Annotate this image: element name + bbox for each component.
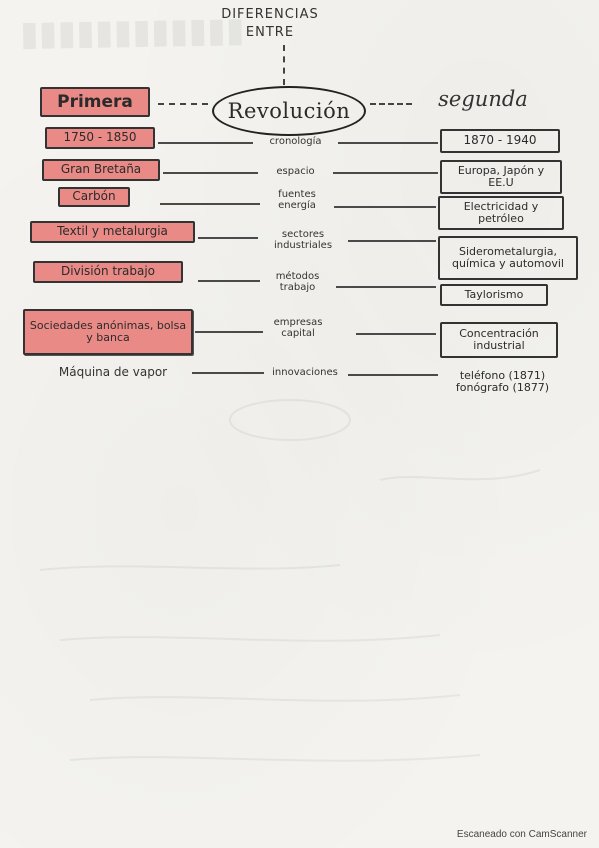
mid-label-sectores: sectores industriales	[273, 229, 333, 251]
left-text-sectores: Textil y metalurgia	[57, 224, 168, 239]
revolution-oval: Revolución	[212, 86, 366, 136]
mid-label-empresas: empresas capital	[273, 317, 323, 339]
line-left-energia	[160, 203, 260, 205]
left-text-espacio: Gran Bretaña	[60, 162, 142, 177]
header-title-line1: DIFERENCIAS	[221, 7, 319, 22]
right-text-energia: Electricidad y petróleo	[463, 199, 539, 225]
left-text-innovaciones: Máquina de vapor	[58, 365, 168, 379]
mid-label-espacio: espacio	[276, 166, 315, 177]
left-box-sectores: Textil y metalurgia	[30, 221, 195, 243]
right-box-empresas: Concentración industrial	[440, 322, 558, 358]
left-text-energia: Carbón	[72, 189, 116, 204]
left-box-energia: Carbón	[58, 187, 130, 207]
header-connector	[283, 45, 285, 85]
left-box-empresas: Sociedades anónimas, bolsa y banca	[23, 309, 193, 355]
line-right-energia	[334, 206, 436, 208]
line-right-cronologia	[338, 142, 438, 144]
line-left-innovaciones	[192, 372, 264, 374]
left-text-cronologia: 1750 - 1850	[63, 130, 137, 145]
right-text-cronologia: 1870 - 1940	[463, 133, 537, 148]
left-text-metodos: División trabajo	[61, 264, 155, 279]
first-connector	[158, 103, 208, 105]
line-left-espacio	[163, 172, 258, 174]
left-text-empresas: Sociedades anónimas, bolsa y banca	[29, 318, 187, 344]
revolution-label: Revolución	[227, 99, 351, 123]
line-right-empresas	[356, 333, 436, 335]
line-left-empresas	[195, 331, 263, 333]
right-box-cronologia: 1870 - 1940	[440, 129, 560, 153]
line-right-espacio	[333, 172, 438, 174]
right-text-metodos: Taylorismo	[464, 287, 524, 301]
second-label: segunda	[438, 87, 528, 111]
right-text-sectores: Siderometalurgia, química y automovil	[452, 244, 564, 270]
right-box-energia: Electricidad y petróleo	[438, 196, 564, 230]
first-revolution-box: Primera	[40, 87, 150, 117]
right-box-metodos: Taylorismo	[440, 284, 548, 306]
right-text-innovaciones: teléfono (1871) fonógrafo (1877)	[455, 369, 550, 395]
mid-label-innovaciones: innovaciones	[272, 367, 338, 378]
mid-label-energia: fuentes energía	[278, 189, 316, 211]
line-right-innovaciones	[348, 374, 438, 376]
right-box-espacio: Europa, Japón y EE.U	[440, 160, 562, 194]
header-title-line2: ENTRE	[245, 25, 295, 40]
mid-label-cronologia: cronología	[269, 136, 322, 147]
right-text-espacio: Europa, Japón y EE.U	[457, 163, 545, 189]
mid-label-metodos: métodos trabajo	[275, 271, 320, 293]
line-left-sectores	[198, 237, 258, 239]
left-box-espacio: Gran Bretaña	[42, 159, 160, 181]
second-connector	[370, 103, 412, 105]
line-right-metodos	[336, 286, 436, 288]
left-box-metodos: División trabajo	[33, 261, 183, 283]
line-right-sectores	[348, 240, 436, 242]
line-left-cronologia	[158, 142, 253, 144]
right-text-empresas: Concentración industrial	[459, 326, 539, 352]
line-left-metodos	[198, 280, 260, 282]
right-box-sectores: Siderometalurgia, química y automovil	[438, 236, 578, 280]
first-label: Primera	[57, 91, 133, 112]
scanner-watermark: Escaneado con CamScanner	[456, 829, 587, 840]
left-box-cronologia: 1750 - 1850	[45, 127, 155, 149]
